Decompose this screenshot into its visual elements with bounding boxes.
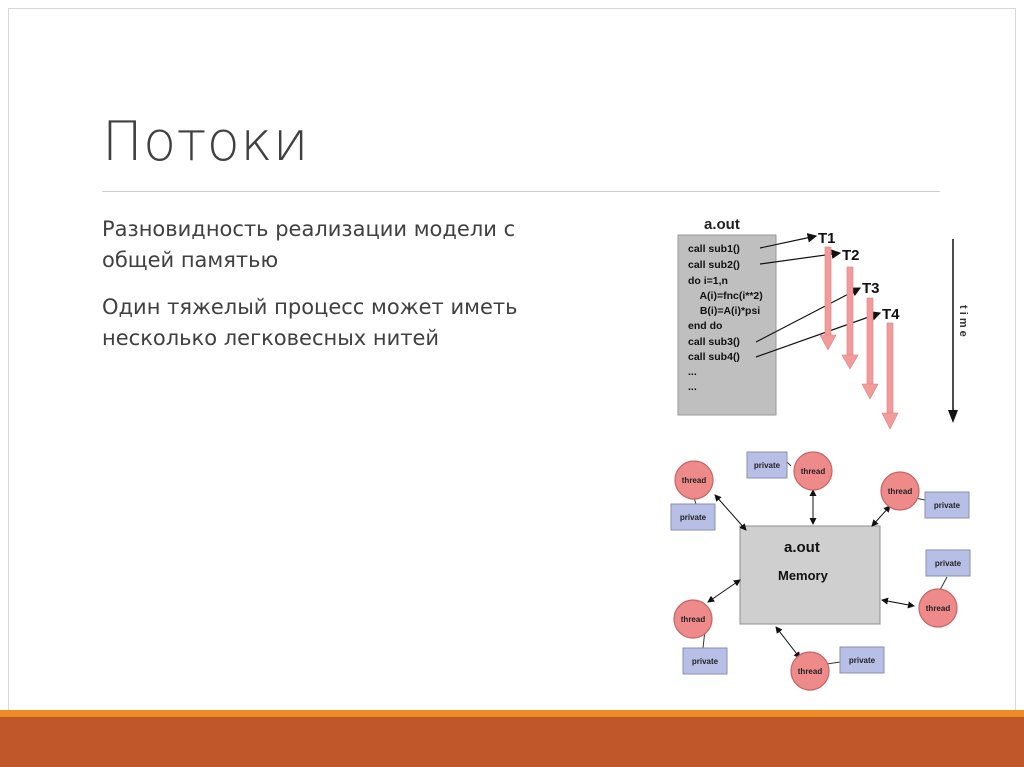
memory-box xyxy=(739,525,881,625)
code-line: call sub2() xyxy=(688,259,740,271)
bullet-list: Разновидность реализации модели с общей … xyxy=(102,214,522,370)
code-line: ... xyxy=(688,366,697,378)
private-box-1 xyxy=(670,503,716,531)
code-line: A(i)=fnc(i**2) xyxy=(694,290,763,302)
thread-label-t1: T1 xyxy=(818,230,836,247)
link-thread-4-memory xyxy=(881,597,915,609)
shared-memory-diagram: a.out Memory thread thread thread thread… xyxy=(670,451,971,691)
thread-label: thread xyxy=(681,615,706,624)
memory-subtitle: Memory xyxy=(778,568,829,583)
thread-label: thread xyxy=(798,667,823,676)
thread-node-3 xyxy=(880,471,920,511)
code-line: call sub1() xyxy=(688,243,740,255)
code-header: a.out xyxy=(704,216,740,233)
slide-frame xyxy=(8,8,1016,758)
thread-label: thread xyxy=(801,467,826,476)
thread-node-5 xyxy=(790,651,830,691)
footer-bar xyxy=(0,717,1024,767)
time-label: t i m e xyxy=(957,305,969,337)
bullet-item-1: Разновидность реализации модели с общей … xyxy=(102,217,516,272)
code-line: B(i)=A(i)*psi xyxy=(694,305,760,317)
link-thread-1-memory xyxy=(714,494,747,531)
pointer-arrow-t1 xyxy=(759,233,818,249)
code-line: call sub3() xyxy=(688,336,740,348)
thread-label-t3: T3 xyxy=(862,280,880,297)
link-thread-3-memory xyxy=(871,505,891,527)
thread-node-2 xyxy=(793,451,833,491)
private-box-3 xyxy=(924,491,970,519)
code-line: end do xyxy=(688,320,722,332)
thread-label: thread xyxy=(926,604,951,613)
pointer-arrow-t4 xyxy=(755,311,882,358)
title-divider xyxy=(102,191,940,192)
pointer-arrow-t3 xyxy=(755,287,862,343)
link-thread-5-memory xyxy=(775,626,801,659)
private-box-6 xyxy=(682,647,728,675)
private-label: private xyxy=(935,559,962,568)
thread-label: thread xyxy=(682,476,707,485)
code-thread-diagram: a.out call sub1() call sub2() do i=1,n A… xyxy=(677,216,969,430)
thread-label-t4: T4 xyxy=(882,306,900,323)
private-box-5 xyxy=(839,646,885,674)
private-label: private xyxy=(934,501,961,510)
code-box xyxy=(677,234,777,416)
code-line: do i=1,n xyxy=(688,275,728,287)
private-label: private xyxy=(692,657,719,666)
footer-accent-bar xyxy=(0,710,1024,717)
code-line: call sub4() xyxy=(688,351,740,363)
thread-node-4 xyxy=(918,588,958,628)
private-box-4 xyxy=(925,549,971,577)
execution-arrow-t1 xyxy=(819,246,837,351)
execution-arrow-t2 xyxy=(841,266,859,370)
time-axis-arrowhead xyxy=(948,410,958,423)
link-thread-4-private xyxy=(939,576,948,591)
private-label: private xyxy=(754,461,781,470)
thread-node-1 xyxy=(674,460,714,500)
execution-arrow-t4 xyxy=(881,322,899,430)
thread-label-t2: T2 xyxy=(842,247,860,264)
private-box-2 xyxy=(746,451,788,479)
bullet-item-2: Один тяжелый процесс может иметь несколь… xyxy=(102,295,518,350)
private-label: private xyxy=(849,656,876,665)
code-line: ... xyxy=(688,381,697,393)
link-thread-2-private xyxy=(786,461,792,467)
memory-title: a.out xyxy=(784,539,820,556)
private-label: private xyxy=(680,513,707,522)
thread-label: thread xyxy=(888,487,913,496)
execution-arrow-t3 xyxy=(861,297,879,400)
link-thread-6-memory xyxy=(707,579,741,603)
thread-node-6 xyxy=(673,599,713,639)
slide-title: Потоки xyxy=(102,110,309,173)
